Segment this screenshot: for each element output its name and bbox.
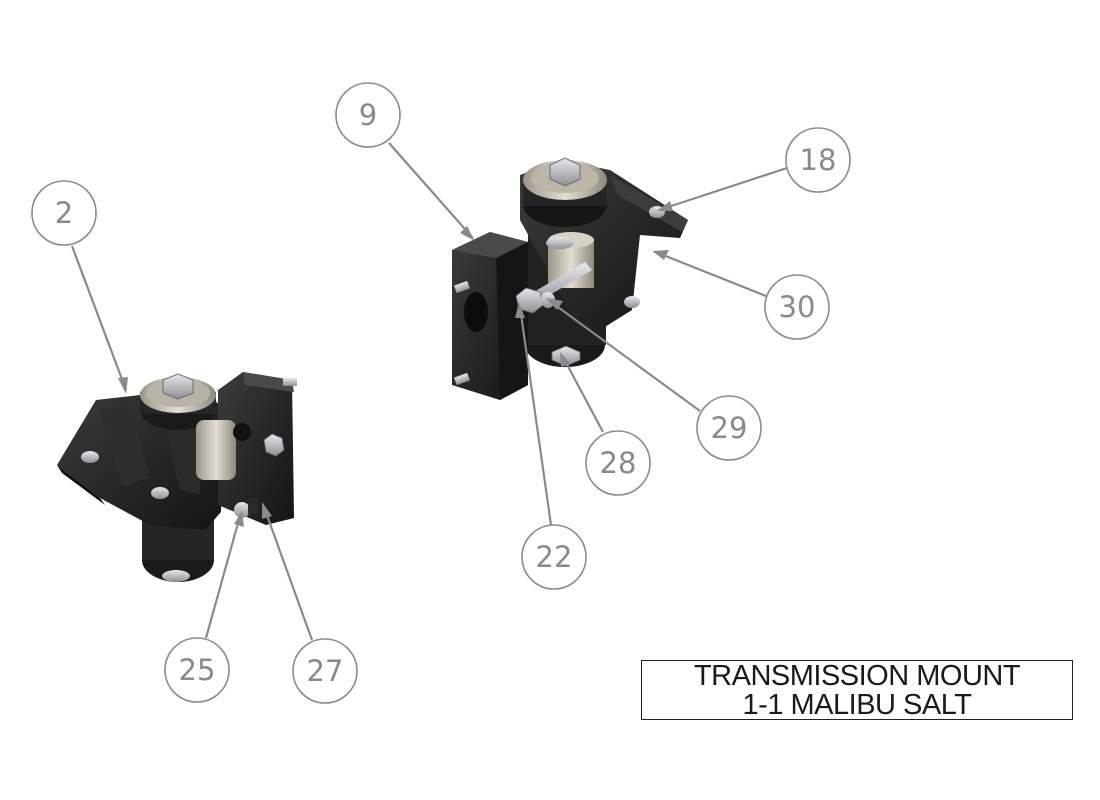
balloon-27-label: 27 bbox=[307, 654, 344, 688]
title-line-2: 1-1 MALIBU SALT bbox=[742, 689, 972, 721]
leader-lines bbox=[70, 142, 788, 641]
balloon-25-label: 25 bbox=[179, 653, 216, 687]
balloon-18: 18 bbox=[785, 127, 851, 193]
balloon-27: 27 bbox=[292, 638, 358, 704]
balloon-2: 2 bbox=[31, 180, 97, 246]
top-hex-bolt-left bbox=[162, 373, 194, 400]
balloon-2-label: 2 bbox=[55, 196, 73, 230]
balloon-29: 29 bbox=[696, 395, 762, 461]
flange-screw-left-2 bbox=[151, 487, 169, 499]
balloon-29-label: 29 bbox=[711, 411, 748, 445]
flange-screw-left-1 bbox=[81, 451, 99, 463]
side-nut-left bbox=[263, 433, 285, 457]
balloon-9: 9 bbox=[335, 82, 401, 148]
left-transmission-mount bbox=[57, 372, 297, 582]
balloon-28-label: 28 bbox=[600, 446, 637, 480]
right-transmission-mount bbox=[452, 157, 688, 400]
bottom-nut-28 bbox=[551, 345, 581, 367]
flange-screw-right-2 bbox=[624, 296, 640, 308]
small-bolt-25 bbox=[234, 502, 250, 518]
balloon-30: 30 bbox=[764, 274, 830, 340]
top-hex-bolt-right bbox=[549, 157, 581, 187]
lower-nut-left bbox=[162, 570, 190, 582]
balloon-22: 22 bbox=[521, 524, 587, 590]
balloon-28: 28 bbox=[585, 430, 651, 496]
balloon-30-label: 30 bbox=[779, 290, 816, 324]
balloon-9-label: 9 bbox=[359, 98, 377, 132]
title-line-1: TRANSMISSION MOUNT bbox=[693, 660, 1021, 692]
balloon-18-label: 18 bbox=[800, 143, 837, 177]
balloon-22-label: 22 bbox=[536, 540, 573, 574]
balloon-25: 25 bbox=[164, 637, 230, 703]
title-block: TRANSMISSION MOUNT 1-1 MALIBU SALT bbox=[641, 660, 1073, 720]
